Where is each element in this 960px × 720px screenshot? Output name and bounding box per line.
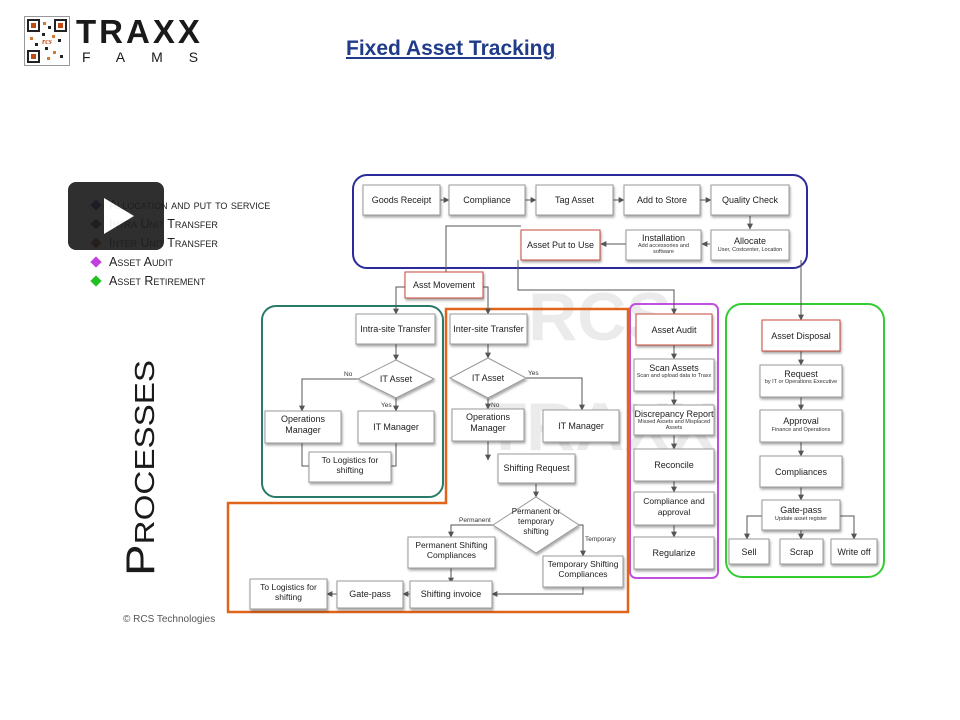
svg-text:Sell: Sell bbox=[741, 547, 756, 557]
svg-text:Asset Audit: Asset Audit bbox=[651, 325, 697, 335]
svg-text:Write off: Write off bbox=[837, 547, 871, 557]
quality-check-node: Quality Check bbox=[710, 184, 790, 216]
compliance-approval-node: Compliance and approval bbox=[633, 491, 715, 526]
intra-it-asset-decision: IT Asset bbox=[356, 359, 436, 399]
processes-text: Processes bbox=[119, 360, 163, 576]
compliances-node: Compliances bbox=[759, 455, 843, 488]
svg-text:Gate-pass: Gate-pass bbox=[780, 505, 822, 515]
svg-text:Inter-site Transfer: Inter-site Transfer bbox=[453, 324, 524, 334]
svg-text:Scrap: Scrap bbox=[790, 547, 814, 557]
compliance-node: Compliance bbox=[448, 184, 526, 216]
svg-text:Shifting invoice: Shifting invoice bbox=[421, 589, 482, 599]
approval-node: Approval Finance and Operations bbox=[759, 409, 843, 443]
play-button[interactable] bbox=[68, 182, 164, 250]
reconcile-node: Reconcile bbox=[633, 448, 715, 482]
sell-node: Sell bbox=[728, 538, 770, 565]
svg-text:Add to Store: Add to Store bbox=[637, 195, 687, 205]
legend-label: Asset Audit bbox=[109, 255, 173, 269]
svg-text:Quality Check: Quality Check bbox=[722, 195, 779, 205]
svg-text:Intra-site Transfer: Intra-site Transfer bbox=[360, 324, 431, 334]
svg-text:Gate-pass: Gate-pass bbox=[349, 589, 391, 599]
processes-vertical-label: Processes bbox=[92, 358, 170, 578]
shifting-invoice-node: Shifting invoice bbox=[409, 580, 493, 609]
asst-movement-node: Asst Movement bbox=[404, 271, 484, 299]
inter-it-manager-node: IT Manager bbox=[542, 409, 620, 443]
edge-label-temporary: Temporary bbox=[585, 536, 616, 543]
svg-text:Installation: Installation bbox=[642, 233, 685, 243]
svg-text:Asset Put to Use: Asset Put to Use bbox=[527, 240, 594, 250]
qr-code-icon: rcs bbox=[24, 16, 70, 66]
play-icon bbox=[104, 198, 134, 234]
svg-text:IT Asset: IT Asset bbox=[380, 374, 413, 384]
inter-it-asset-decision: IT Asset bbox=[448, 357, 528, 399]
inter-to-logistics-node: To Logistics for shifting bbox=[249, 578, 328, 610]
svg-text:Discrepancy Report: Discrepancy Report bbox=[634, 409, 714, 419]
svg-text:Reconcile: Reconcile bbox=[654, 460, 694, 470]
scrap-node: Scrap bbox=[779, 538, 824, 565]
regularize-node: Regularize bbox=[633, 536, 715, 570]
rcs-badge: rcs bbox=[42, 37, 52, 46]
intra-it-manager-node: IT Manager bbox=[357, 410, 435, 444]
temporary-compliances-node: Temporary Shifting Compliances bbox=[542, 555, 624, 588]
goods-receipt-node: Goods Receipt bbox=[362, 184, 441, 216]
permanent-compliances-node: Permanent Shifting Compliances bbox=[407, 536, 496, 569]
svg-text:Asset Disposal: Asset Disposal bbox=[771, 331, 831, 341]
installation-node: Installation Add accessories and softwar… bbox=[625, 229, 702, 261]
svg-text:Shifting Request: Shifting Request bbox=[503, 463, 570, 473]
page-title: Fixed Asset Tracking bbox=[346, 37, 556, 60]
copyright-footer: © RCS Technologies bbox=[123, 614, 216, 625]
intra-to-logistics-node: To Logistics for shifting bbox=[308, 451, 392, 483]
write-off-node: Write off bbox=[830, 538, 878, 565]
edge-label-no: No bbox=[344, 371, 353, 378]
scan-assets-node: Scan Assets Scan and upload data to Trax… bbox=[633, 358, 715, 392]
retirement-gate-pass-node: Gate-pass Update asset register bbox=[761, 499, 841, 531]
inter-operations-manager-node: Operations Manager bbox=[451, 408, 525, 442]
tag-asset-node: Tag Asset bbox=[535, 184, 614, 216]
legend-label: Asset Retirement bbox=[109, 274, 206, 288]
svg-text:Compliance: Compliance bbox=[463, 195, 511, 205]
add-to-store-node: Add to Store bbox=[623, 184, 701, 216]
svg-text:Goods Receipt: Goods Receipt bbox=[372, 195, 432, 205]
svg-text:Approval: Approval bbox=[783, 416, 819, 426]
inter-transfer-group bbox=[226, 307, 630, 614]
edge-label-permanent: Permanent bbox=[459, 517, 491, 524]
traxx-fams-logo: rcs TRAXX FAMS bbox=[24, 13, 225, 68]
svg-text:IT Manager: IT Manager bbox=[558, 421, 604, 431]
svg-text:Tag Asset: Tag Asset bbox=[555, 195, 595, 205]
svg-text:Allocate: Allocate bbox=[734, 236, 766, 246]
intra-transfer-group bbox=[261, 305, 444, 498]
intra-site-transfer-node: Intra-site Transfer bbox=[355, 313, 436, 345]
svg-text:Scan Assets: Scan Assets bbox=[649, 363, 699, 373]
svg-text:Request: Request bbox=[784, 369, 818, 379]
discrepancy-report-node: Discrepancy Report Missed Assets and Mis… bbox=[633, 404, 715, 436]
edge-label-yes: Yes bbox=[528, 370, 539, 377]
svg-text:IT Asset: IT Asset bbox=[472, 373, 505, 383]
edge-label-no: No bbox=[491, 402, 500, 409]
intra-operations-manager-node: Operations Manager bbox=[264, 410, 342, 444]
allocation-group bbox=[352, 174, 808, 269]
svg-text:IT Manager: IT Manager bbox=[373, 422, 419, 432]
brand-name: TRAXX bbox=[76, 13, 203, 50]
inter-site-transfer-node: Inter-site Transfer bbox=[449, 313, 528, 345]
allocate-node: Allocate User, Costcenter, Location bbox=[710, 229, 790, 261]
svg-text:Compliances: Compliances bbox=[775, 467, 828, 477]
shifting-request-node: Shifting Request bbox=[497, 453, 576, 484]
svg-text:Regularize: Regularize bbox=[652, 548, 695, 558]
request-node: Request by IT or Operations Executive bbox=[759, 364, 843, 398]
perm-or-temp-decision: Permanent or temporary shifting bbox=[492, 496, 580, 554]
svg-text:Asst Movement: Asst Movement bbox=[413, 280, 476, 290]
asset-audit-node: Asset Audit bbox=[635, 313, 713, 346]
inter-gate-pass-node: Gate-pass bbox=[336, 580, 404, 609]
retirement-group bbox=[725, 303, 885, 578]
edge-label-yes: Yes bbox=[381, 402, 392, 409]
brand-subtitle: FAMS bbox=[82, 49, 225, 65]
asset-put-to-use-node: Asset Put to Use bbox=[520, 229, 601, 261]
asset-disposal-node: Asset Disposal bbox=[761, 319, 841, 352]
